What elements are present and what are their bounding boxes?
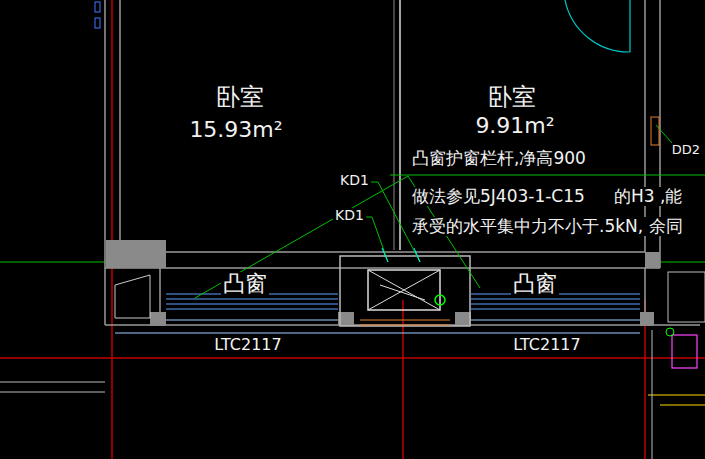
plan-label: KD1 bbox=[333, 208, 366, 223]
plan-label: DD2 bbox=[670, 143, 702, 157]
plan-label: LTC2117 bbox=[212, 336, 283, 354]
plan-label: 做法参见5J403-1-C15 bbox=[410, 187, 587, 206]
plan-label: 9.91m² bbox=[473, 114, 556, 138]
plan-label: 承受的水平集中力不小于.5kN, 余同 bbox=[410, 217, 685, 236]
plan-label: 卧室 bbox=[214, 84, 266, 110]
plan-label: KD1 bbox=[338, 173, 371, 188]
plan-label: 的H3 ,能 bbox=[612, 187, 684, 206]
plan-label: 凸窗 bbox=[511, 272, 559, 296]
plan-label: 凸窗 bbox=[221, 272, 269, 296]
plan-label: LTC2117 bbox=[511, 336, 582, 354]
plan-label: 15.93m² bbox=[187, 118, 284, 142]
plan-label: 卧室 bbox=[486, 84, 538, 110]
plan-label: 凸窗护窗栏杆,净高900 bbox=[410, 149, 588, 168]
